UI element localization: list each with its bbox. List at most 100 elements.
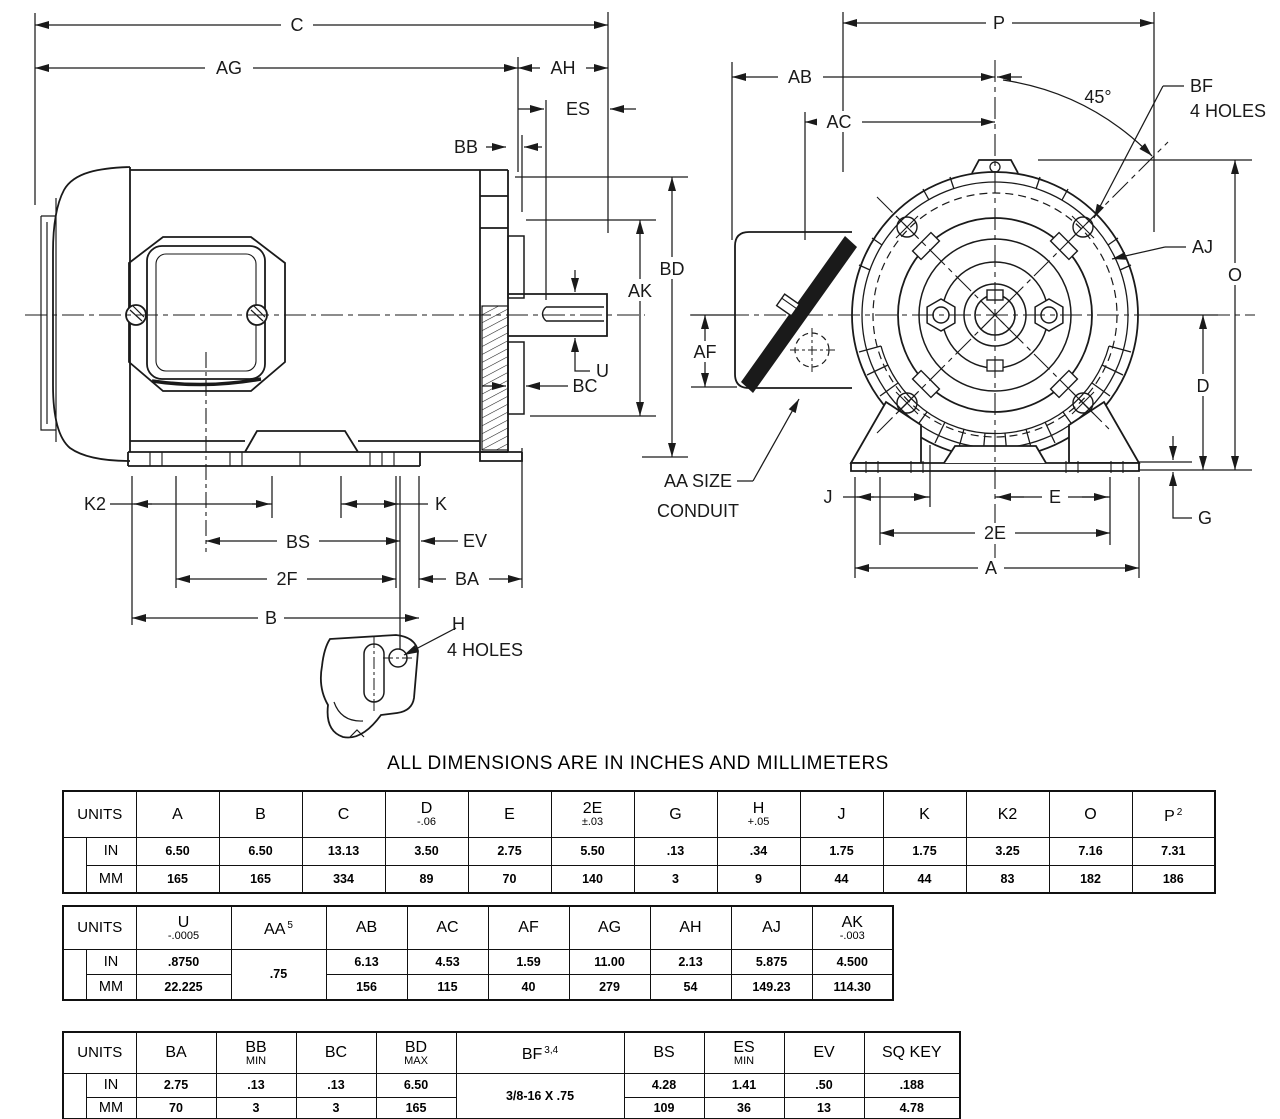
data-cell: 3: [633, 864, 718, 894]
dim-a: A: [855, 477, 1140, 579]
header-cell: AJ: [730, 905, 813, 950]
foot-detail: [319, 634, 419, 739]
dim-label-p: P: [993, 13, 1005, 33]
dim-h: H 4 HOLES: [403, 614, 523, 660]
header-cell: O: [1048, 790, 1133, 838]
dim-ba: BA: [419, 448, 523, 590]
dim-k2: K2: [84, 476, 273, 625]
data-cell: 13: [783, 1096, 865, 1119]
data-cell: 2.13: [649, 948, 732, 975]
header-cell: D-.06: [384, 790, 469, 838]
data-cell: 7.16: [1048, 836, 1133, 866]
dim-bs: BS: [206, 530, 400, 552]
header-cell: H+.05: [716, 790, 801, 838]
dim-g: G: [1139, 436, 1212, 528]
data-cell: 6.50: [375, 1072, 457, 1098]
data-cell: 156: [325, 973, 408, 1001]
data-cell: 83: [965, 864, 1050, 894]
dim-ev: EV: [418, 476, 487, 588]
conduit-box: [734, 231, 857, 393]
header-cell: AC: [406, 905, 489, 950]
dim-ag: AG: [35, 57, 519, 172]
mounting-base: [127, 430, 523, 467]
header-cell: BS: [623, 1031, 705, 1074]
data-cell: 4.28: [623, 1072, 705, 1098]
dim-k: K: [340, 476, 447, 650]
header-cell: B: [218, 790, 303, 838]
data-cell: 7.31: [1131, 836, 1216, 866]
dim-j: J: [824, 445, 931, 578]
dim-label-ah: AH: [550, 58, 575, 78]
dimension-table-1: UNITS A B C D-.06 E 2E±.03 G H+.05 J K K…: [62, 790, 1216, 894]
dim-label-o: O: [1228, 265, 1242, 285]
units-header: UNITS: [62, 790, 137, 838]
data-cell-merged: 3/8-16 X .75: [455, 1072, 625, 1119]
data-cell: 70: [467, 864, 552, 894]
dim-label-2f: 2F: [276, 569, 297, 589]
dim-2e: 2E: [879, 477, 1110, 545]
header-cell: A: [135, 790, 220, 838]
data-cell: 114.30: [811, 973, 894, 1001]
dim-c: C: [34, 12, 609, 233]
data-cell-merged: .75: [230, 948, 327, 1001]
dim-ah: AH: [518, 57, 608, 78]
dim-label-45: 45°: [1084, 87, 1111, 107]
data-cell: 279: [568, 973, 651, 1001]
data-cell: 36: [703, 1096, 785, 1119]
dim-label-ak: AK: [628, 281, 652, 301]
dim-label-bs: BS: [286, 532, 310, 552]
row-label-in: IN: [85, 1072, 137, 1098]
header-cell: BA: [135, 1031, 217, 1074]
data-cell: 6.50: [218, 836, 303, 866]
dim-label-k2: K2: [84, 494, 106, 514]
header-cell: AF: [487, 905, 570, 950]
dim-45deg: 45°: [1002, 79, 1153, 157]
dim-ab: AB: [731, 62, 1022, 240]
header-cell: 2E±.03: [550, 790, 635, 838]
data-cell: 70: [135, 1096, 217, 1119]
data-cell: 6.50: [135, 836, 220, 866]
dim-label-bf-note: 4 HOLES: [1190, 101, 1266, 121]
data-cell: 6.13: [325, 948, 408, 975]
front-dimensions: P AB AC 45° BF 4 HOLES AJ: [657, 12, 1266, 579]
header-cell: AH: [649, 905, 732, 950]
data-cell: 165: [375, 1096, 457, 1119]
dim-bb: BB: [454, 135, 542, 212]
dim-af: AF: [688, 314, 737, 388]
dim-b: B: [132, 607, 419, 629]
dim-label-g: G: [1198, 508, 1212, 528]
data-cell: .34: [716, 836, 801, 866]
motor-body: [129, 167, 508, 452]
side-view: C AG AH ES BB BD: [25, 12, 690, 739]
dim-label-c: C: [291, 15, 304, 35]
dim-label-a: A: [985, 558, 997, 578]
data-cell: 44: [882, 864, 967, 894]
dim-aa-conduit: AA SIZE CONDUIT: [657, 398, 800, 521]
dim-label-h: H: [452, 614, 465, 634]
front-centerlines: [690, 60, 1255, 560]
data-cell: 9: [716, 864, 801, 894]
dim-u: U: [571, 270, 609, 381]
data-cell: 44: [799, 864, 884, 894]
header-cell: EV: [783, 1031, 865, 1074]
dim-label-aa-size: AA SIZE: [664, 471, 732, 491]
data-cell: .13: [295, 1072, 377, 1098]
dim-label-2e: 2E: [984, 523, 1006, 543]
data-cell: 4.53: [406, 948, 489, 975]
dim-label-d: D: [1197, 376, 1210, 396]
motor-end-bell: [40, 166, 131, 462]
header-cell: BC: [295, 1031, 377, 1074]
data-cell: 140: [550, 864, 635, 894]
header-cell: J: [799, 790, 884, 838]
dim-bf: BF 4 HOLES: [1093, 76, 1266, 219]
lifting-lug: [971, 159, 1019, 174]
data-cell: 115: [406, 973, 489, 1001]
data-cell: 40: [487, 973, 570, 1001]
